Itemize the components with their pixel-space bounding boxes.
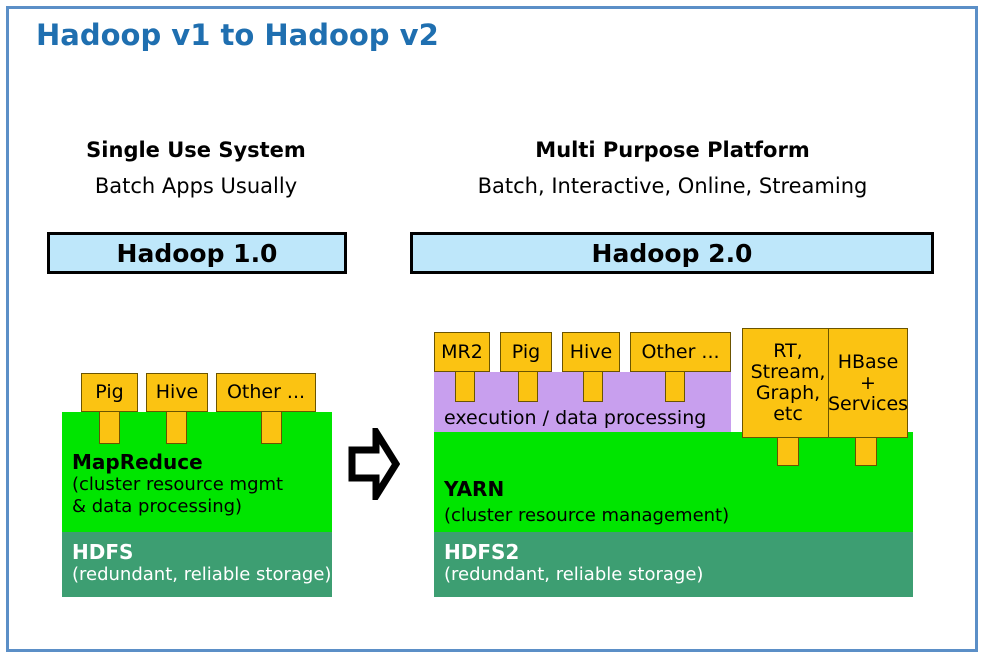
hadoop2-banner: Hadoop 2.0 [410,232,934,274]
app-stem-other [261,406,282,444]
app-box-hive[interactable]: Hive [146,373,208,412]
right-column-heading: Multi Purpose Platform [535,138,810,162]
layer-yarn-title: YARN [444,477,505,501]
layer-hdfs-desc: (redundant, reliable storage) [72,564,332,585]
layer-yarn-desc: (cluster resource management) [444,505,730,526]
app-box-pig[interactable]: Pig [81,373,138,412]
layer-execution-desc: execution / data processing [444,407,707,429]
app-box-hbase-services[interactable]: HBase + Services [828,328,908,438]
layer-mapreduce-title: MapReduce [72,450,203,474]
app-box-other2[interactable]: Other ... [630,332,731,372]
app-stem-hbase [855,430,877,466]
app-box-other[interactable]: Other ... [216,373,316,412]
app-stem-rt-stream [777,430,799,466]
layer-hdfs2-title: HDFS2 [444,540,520,564]
layer-hdfs [62,532,332,597]
app-box-hive2[interactable]: Hive [562,332,620,372]
app-stem-hive2 [583,366,603,402]
layer-mapreduce-desc: (cluster resource mgmt & data processing… [72,474,284,517]
app-stem-pig2 [518,366,538,402]
app-box-rt-stream-graph[interactable]: RT, Stream, Graph, etc [742,328,834,438]
layer-hdfs-title: HDFS [72,540,134,564]
page-title: Hadoop v1 to Hadoop v2 [36,18,439,52]
right-column-subheading: Batch, Interactive, Online, Streaming [477,174,868,198]
app-stem-other2 [665,366,685,402]
left-column-subheading: Batch Apps Usually [94,174,298,198]
app-stem-pig [99,406,120,444]
hadoop1-banner: Hadoop 1.0 [47,232,347,274]
layer-hdfs2-desc: (redundant, reliable storage) [444,564,704,585]
layer-hdfs2 [434,532,913,597]
layer-yarn [434,432,913,532]
app-stem-hive [166,406,187,444]
app-box-pig2[interactable]: Pig [500,332,552,372]
right-block-arrow-icon [348,428,400,500]
app-stem-mr2 [455,366,475,402]
app-box-mr2[interactable]: MR2 [434,332,490,372]
left-column-heading: Single Use System [86,138,306,162]
